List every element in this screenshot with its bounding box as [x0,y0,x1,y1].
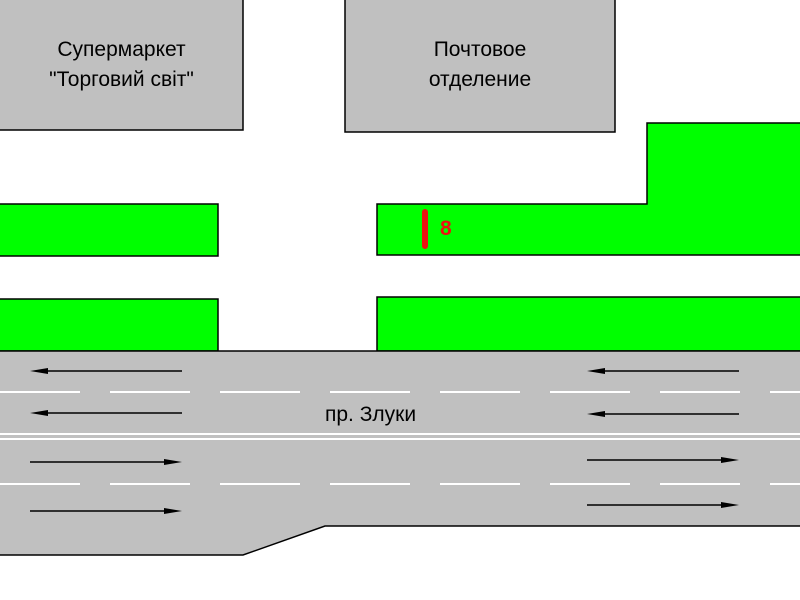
arrow-right-icon [587,457,739,463]
arrow-left-icon [30,410,182,416]
arrow-right-icon [30,508,182,514]
supermarket-building [0,0,244,131]
arrow-left-icon [30,368,182,374]
arrow-right-icon [587,502,739,508]
road-name-label: пр. Злуки [325,403,417,426]
green-area-left-upper [0,203,219,257]
arrow-left-icon [587,411,739,417]
green-area-left-lower [0,298,219,352]
arrow-right-icon [30,459,182,465]
road-surface [0,350,800,556]
post-office-building [344,0,616,133]
marker-number[interactable]: 8 [440,217,452,240]
supermarket-label: Супермаркет "Торговий світ" [49,38,194,91]
green-area-right-upper [376,122,800,256]
green-area-right-lower [376,296,800,352]
post-office-label: Почтовое отделение [428,38,532,91]
arrow-left-icon [587,368,739,374]
